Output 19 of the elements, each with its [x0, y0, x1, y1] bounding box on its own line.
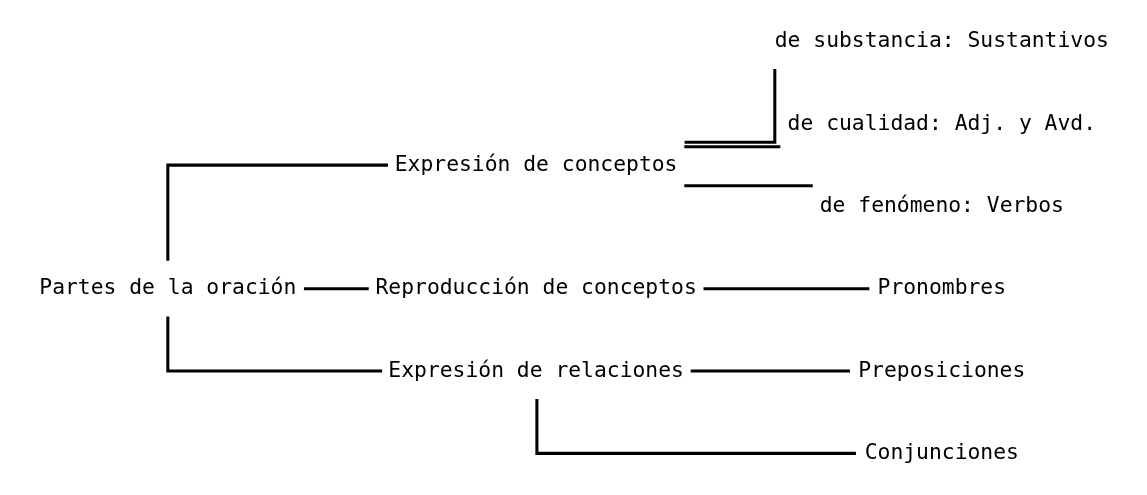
node-text: Partes de la oración [39, 274, 297, 300]
connector [684, 69, 777, 144]
node-text: Pronombres [877, 274, 1007, 300]
connector [535, 398, 856, 455]
node-text: Conjunciones [864, 439, 1019, 465]
node-text: de cualidad: Adj. y Avd. [787, 109, 1097, 135]
node-text: de substancia: Sustantivos [774, 27, 1109, 53]
connector [166, 163, 388, 261]
node-text: Expresión de conceptos [394, 150, 678, 176]
connector [703, 287, 870, 291]
connector [166, 316, 383, 373]
node-text: Preposiciones [858, 356, 1026, 382]
connector [303, 287, 369, 291]
node-text: de fenómeno: Verbos [819, 191, 1064, 217]
node-text: Expresión de relaciones [388, 356, 684, 382]
connector [684, 145, 781, 149]
connector [684, 184, 813, 188]
connector [690, 369, 850, 373]
node-text: Reproducción de conceptos [375, 274, 697, 300]
